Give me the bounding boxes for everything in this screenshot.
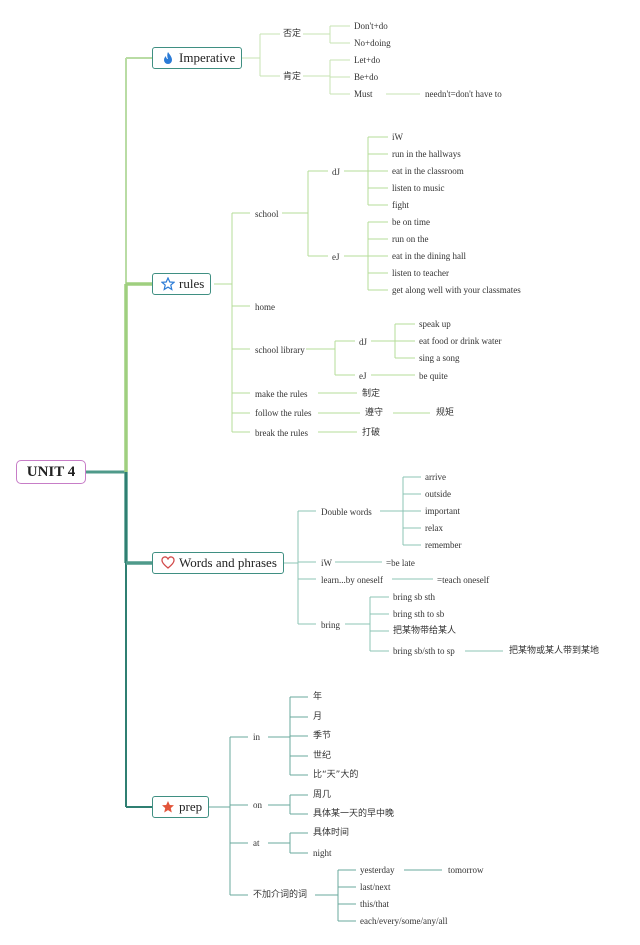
rules-school[interactable]: school	[255, 209, 279, 219]
words-double-item[interactable]: important	[425, 506, 460, 516]
rules-school-ej-item[interactable]: run on the	[392, 234, 429, 244]
prep-at-item[interactable]: 具体时间	[313, 828, 350, 838]
branch-rules-label: rules	[179, 276, 205, 291]
prep-in-item[interactable]: 世纪	[313, 751, 332, 761]
prep-at-item[interactable]: night	[313, 848, 332, 858]
prep-on[interactable]: on	[253, 800, 262, 810]
words-learn[interactable]: learn...by oneself	[321, 575, 383, 585]
rules-school-ej-item[interactable]: be on time	[392, 217, 430, 227]
prep-in[interactable]: in	[253, 732, 261, 742]
heart-outline-icon	[161, 556, 175, 569]
rules-school-ej[interactable]: eJ	[332, 252, 340, 262]
star-filled-icon	[162, 801, 174, 813]
words-double-item[interactable]: remember	[425, 540, 462, 550]
rules-school-dj-item[interactable]: run in the hallways	[392, 149, 461, 159]
rules-break[interactable]: break the rules	[255, 428, 308, 438]
branch-words-label: Words and phrases	[179, 555, 277, 570]
imperative-pos-item[interactable]: Must	[354, 89, 373, 99]
prep-none-item[interactable]: yesterday	[360, 865, 395, 875]
prep-in-item[interactable]: 月	[313, 712, 323, 722]
branch-imperative-label: Imperative	[179, 50, 236, 65]
rules-school-ej-item[interactable]: get along well with your classmates	[392, 285, 521, 295]
rules-lib-dj-item[interactable]: sing a song	[419, 353, 460, 363]
imperative-pos-item[interactable]: Be+do	[354, 72, 379, 82]
rules-lib-ej-item[interactable]: be quite	[419, 371, 448, 381]
root-node[interactable]: UNIT 4	[16, 460, 86, 484]
prep-in-item[interactable]: 比“天”大的	[313, 770, 359, 780]
rules-follow[interactable]: follow the rules	[255, 408, 312, 418]
branch-rules[interactable]: rules	[152, 273, 212, 295]
rules-school-dj-item[interactable]: eat in the classroom	[392, 166, 464, 176]
rules-library[interactable]: school library	[255, 345, 305, 355]
flame-icon	[164, 52, 172, 64]
branch-prep-label: prep	[179, 799, 203, 814]
prep-on-item[interactable]: 周几	[313, 790, 332, 800]
star-outline-icon	[161, 277, 175, 291]
imperative-pos-item[interactable]: Let+do	[354, 55, 381, 65]
rules-follow-note[interactable]: 规矩	[436, 408, 455, 418]
words-iw[interactable]: iW	[321, 558, 332, 568]
prep-none[interactable]: 不加介词的词	[253, 890, 308, 900]
prep-none-item[interactable]: this/that	[360, 899, 389, 909]
root-label: UNIT 4	[26, 463, 76, 480]
words-bring-item[interactable]: bring sb/sth to sp	[393, 646, 455, 656]
prep-in-item[interactable]: 季节	[313, 731, 332, 741]
rules-home[interactable]: home	[255, 302, 275, 312]
imperative-neg[interactable]: 否定	[283, 29, 302, 39]
rules-lib-dj[interactable]: dJ	[359, 337, 368, 347]
prep-in-item[interactable]: 年	[313, 692, 323, 702]
words-bring-note[interactable]: 把某物或某人带到某地	[509, 646, 600, 656]
imperative-neg-item[interactable]: No+doing	[354, 38, 391, 48]
imperative-must-note[interactable]: needn't=don't have to	[425, 89, 502, 99]
rules-school-dj-item[interactable]: fight	[392, 200, 409, 210]
prep-none-item[interactable]: last/next	[360, 882, 391, 892]
prep-none-item[interactable]: each/every/some/any/all	[360, 916, 448, 926]
rules-school-ej-item[interactable]: eat in the dining hall	[392, 251, 466, 261]
rules-lib-ej[interactable]: eJ	[359, 371, 367, 381]
branch-words-and-phrases[interactable]: Words and phrases	[152, 552, 284, 574]
rules-lib-dj-item[interactable]: speak up	[419, 319, 451, 329]
imperative-neg-item[interactable]: Don't+do	[354, 21, 388, 31]
words-learn-note[interactable]: =teach oneself	[437, 575, 490, 585]
words-bring-item[interactable]: bring sth to sb	[393, 609, 445, 619]
words-double-item[interactable]: relax	[425, 523, 443, 533]
rules-lib-dj-item[interactable]: eat food or drink water	[419, 336, 502, 346]
words-double-item[interactable]: arrive	[425, 472, 446, 482]
imperative-pos[interactable]: 肯定	[283, 72, 302, 82]
words-bring-item[interactable]: 把某物带给某人	[393, 626, 457, 636]
prep-on-item[interactable]: 具体某一天的早中晚	[313, 809, 395, 819]
rules-make-cn[interactable]: 制定	[362, 389, 381, 399]
words-double-item[interactable]: outside	[425, 489, 451, 499]
rules-school-dj-item[interactable]: iW	[392, 132, 403, 142]
rules-school-dj[interactable]: dJ	[332, 167, 341, 177]
words-iw-note[interactable]: =be late	[386, 558, 415, 568]
rules-school-ej-item[interactable]: listen to teacher	[392, 268, 449, 278]
branch-prep[interactable]: prep	[152, 796, 210, 818]
prep-at[interactable]: at	[253, 838, 260, 848]
prep-yesterday-note[interactable]: tomorrow	[448, 865, 484, 875]
branch-imperative[interactable]: Imperative	[152, 47, 243, 69]
rules-school-dj-item[interactable]: listen to music	[392, 183, 445, 193]
rules-make[interactable]: make the rules	[255, 389, 308, 399]
words-bring-item[interactable]: bring sb sth	[393, 592, 436, 602]
rules-break-cn[interactable]: 打破	[362, 428, 381, 438]
rules-follow-cn[interactable]: 遵守	[365, 408, 384, 418]
words-double[interactable]: Double words	[321, 507, 372, 517]
words-bring[interactable]: bring	[321, 620, 340, 630]
